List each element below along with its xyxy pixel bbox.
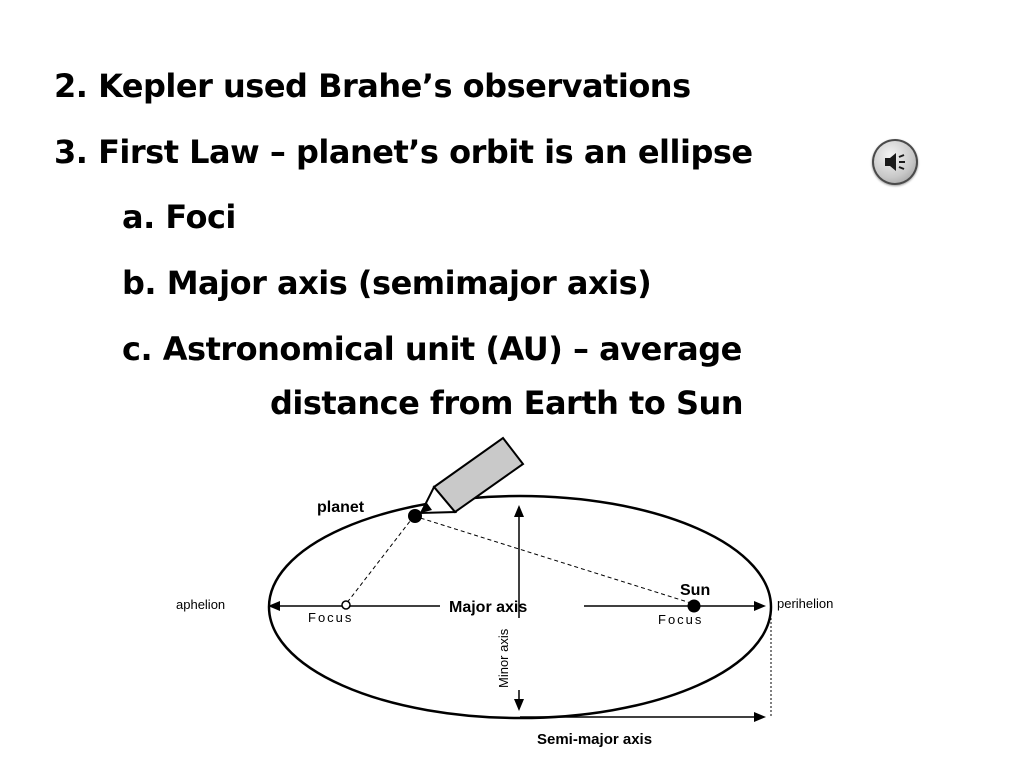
subbullet-major-axis: b. Major axis (semimajor axis) [122, 264, 652, 302]
dashed-line-planet-to-sun [413, 515, 695, 605]
sun-label: Sun [680, 582, 710, 599]
focus-label-left: Focus [308, 610, 353, 625]
major-axis-arrow [268, 601, 766, 611]
audio-button[interactable] [872, 139, 918, 185]
minor-axis-label: Minor axis [496, 628, 511, 688]
bullet-first-law: 3. First Law – planet’s orbit is an elli… [54, 133, 753, 171]
minor-axis-arrow [514, 505, 524, 711]
subbullet-astronomical-unit: c. Astronomical unit (AU) – average [122, 330, 742, 368]
speaker-icon [885, 153, 905, 171]
dashed-line-planet-to-focus [345, 515, 415, 605]
aphelion-label: aphelion [176, 597, 225, 612]
focus-label-right: Focus [658, 612, 703, 627]
sun-dot [687, 599, 701, 613]
major-axis-label: Major axis [449, 599, 527, 616]
bullet-kepler-brahe: 2. Kepler used Brahe’s observations [54, 67, 691, 105]
perihelion-label: perihelion [777, 596, 833, 611]
semi-major-axis-label: Semi-major axis [537, 731, 652, 748]
subbullet-foci: a. Foci [122, 198, 236, 236]
planet-dot [408, 509, 422, 523]
planet-label: planet [317, 499, 365, 516]
pencil-icon [419, 436, 525, 515]
subbullet-astronomical-unit-continued: distance from Earth to Sun [270, 384, 744, 422]
semi-major-axis-arrow [520, 712, 766, 722]
empty-focus-dot [341, 600, 351, 610]
